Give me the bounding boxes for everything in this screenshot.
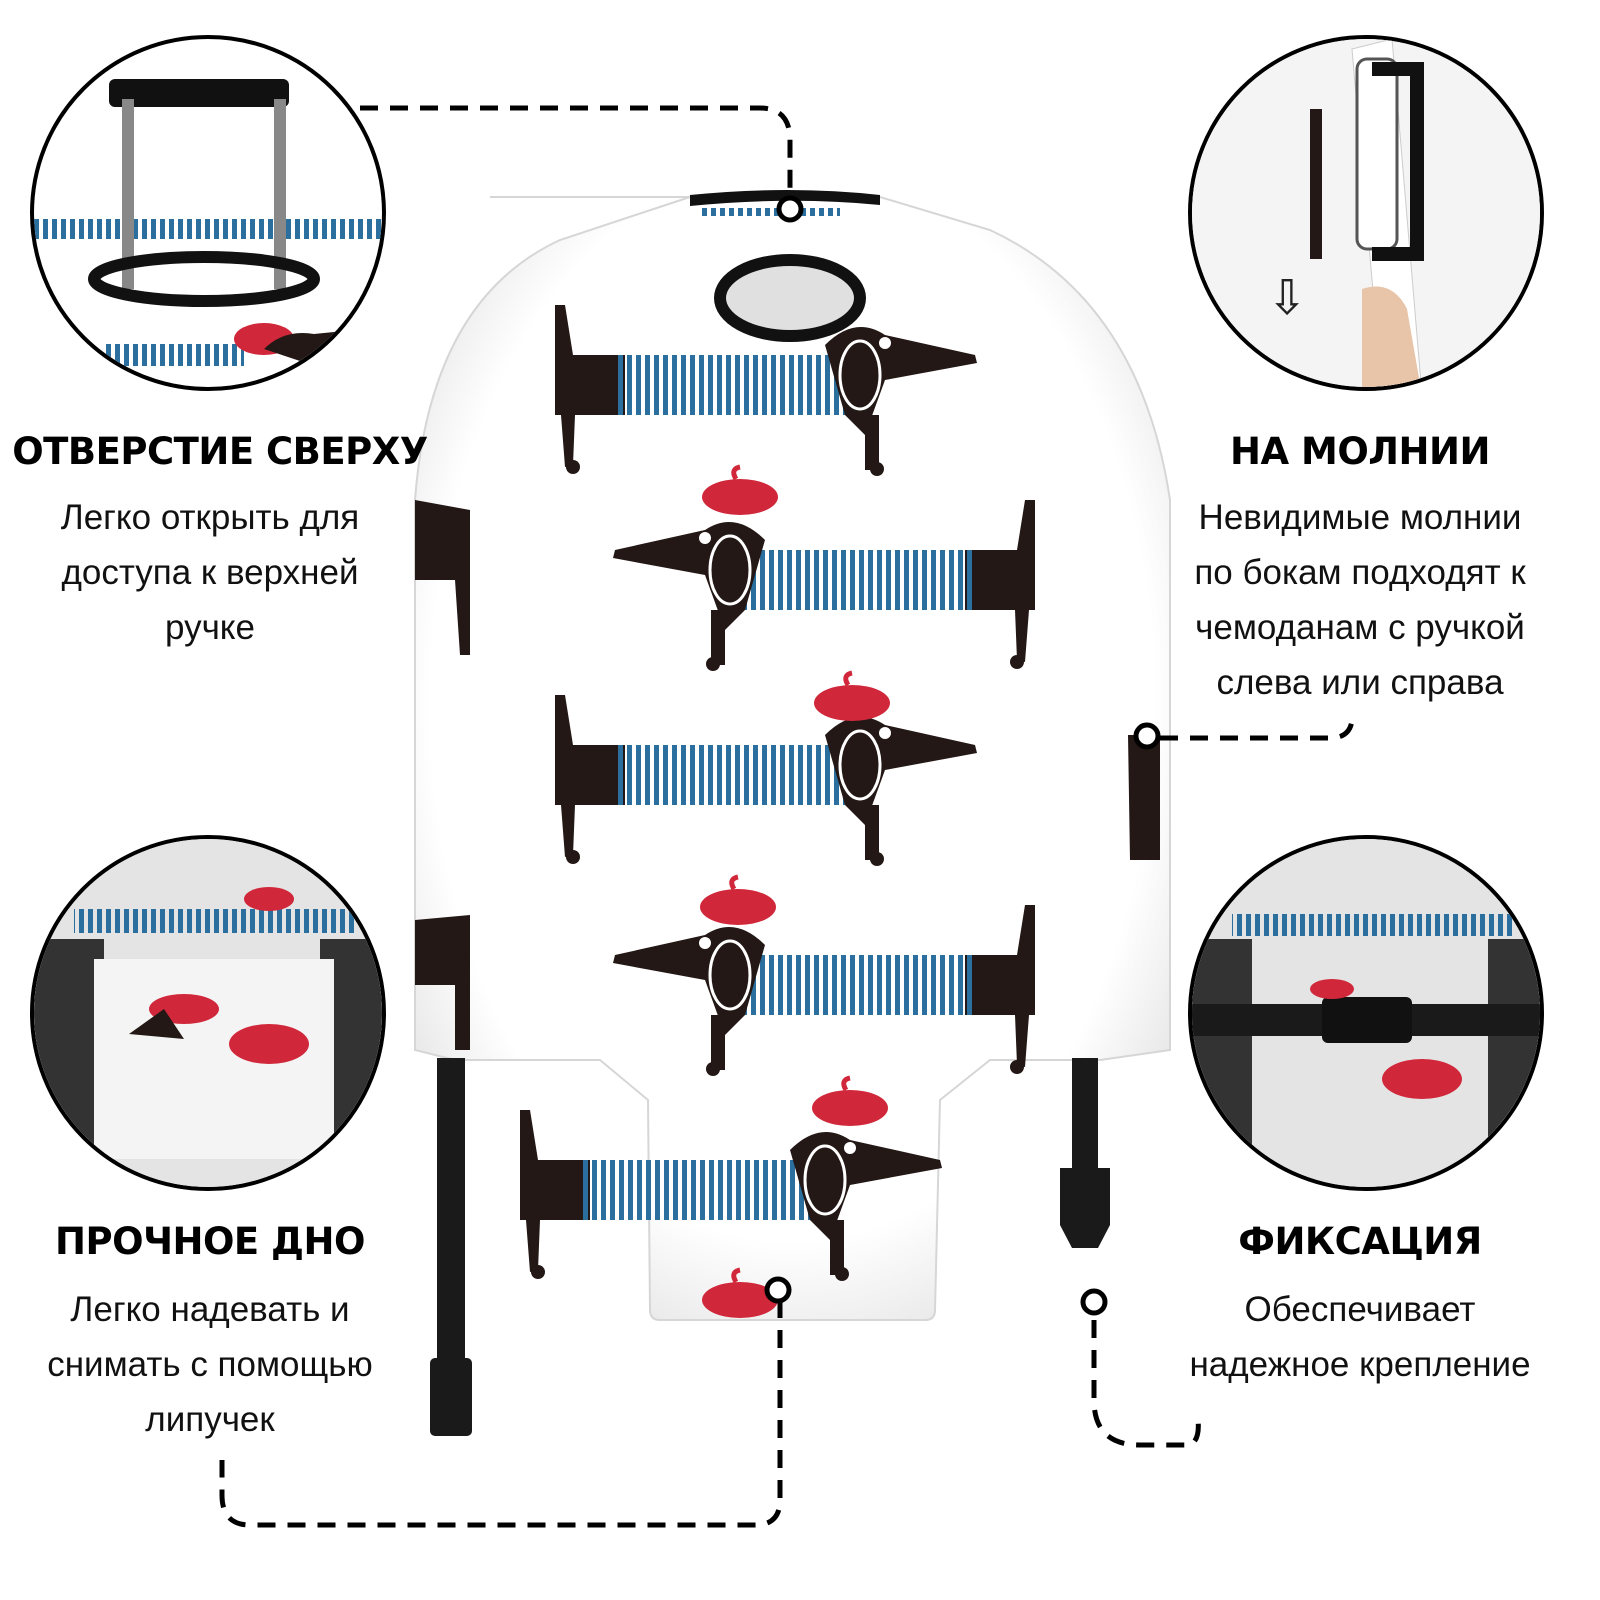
detail-circle-bottom (30, 835, 386, 1191)
desc-line: ручке (165, 608, 255, 647)
desc-line: снимать с помощью (47, 1345, 373, 1384)
right-strap (1072, 1058, 1098, 1168)
feature-desc-zipper: Невидимые молнии по бокам подходят к чем… (1150, 490, 1570, 710)
desc-line: Легко надевать и (70, 1290, 350, 1329)
feature-desc-fixation: Обеспечивает надежное крепление (1150, 1282, 1570, 1392)
desc-line: чемоданам с ручкой (1195, 608, 1525, 647)
feature-title-fixation: ФИКСАЦИЯ (1238, 1220, 1482, 1263)
callout-dot-bottom (764, 1276, 792, 1304)
feature-title-top-opening: ОТВЕРСТИЕ СВЕРХУ (12, 430, 428, 473)
detail-circle-top-handle (30, 35, 386, 391)
callout-dot-strap (1080, 1288, 1108, 1316)
detail-circle-zipper: ⇩ (1188, 35, 1544, 391)
desc-line: слева или справа (1216, 663, 1504, 702)
right-buckle (1060, 1168, 1110, 1248)
desc-line: Легко открыть для (60, 498, 360, 537)
feature-desc-top-opening: Легко открыть для доступа к верхней ручк… (0, 490, 420, 655)
feature-title-bottom: ПРОЧНОЕ ДНО (55, 1220, 365, 1263)
desc-line: доступа к верхней (61, 553, 359, 592)
arrow-down-icon: ⇩ (1267, 270, 1307, 326)
desc-line: по бокам подходят к (1194, 553, 1526, 592)
desc-line: липучек (145, 1400, 275, 1439)
left-buckle (430, 1358, 472, 1436)
callout-dot-top (776, 195, 804, 223)
callout-dot-side (1133, 722, 1161, 750)
top-opening-hole (714, 254, 866, 342)
left-strap (437, 1058, 465, 1358)
desc-line: Обеспечивает (1244, 1290, 1476, 1329)
desc-line: Невидимые молнии (1198, 498, 1522, 537)
detail-circle-fixation (1188, 835, 1544, 1191)
feature-desc-bottom: Легко надевать и снимать с помощью липуч… (0, 1282, 420, 1447)
feature-title-zipper: НА МОЛНИИ (1230, 430, 1490, 473)
desc-line: надежное крепление (1189, 1345, 1531, 1384)
